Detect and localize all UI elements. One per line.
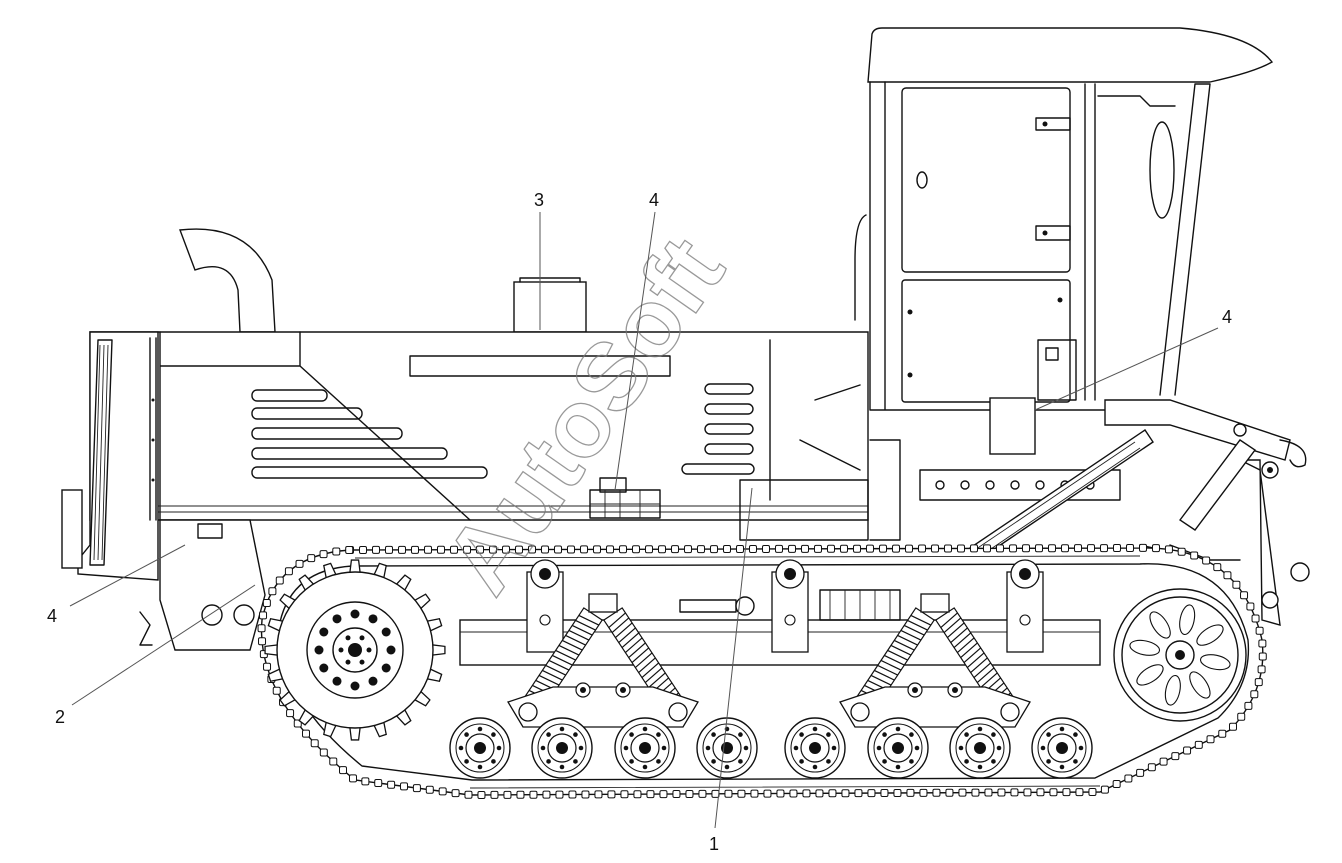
cab	[854, 27, 1274, 411]
hood-nameplate	[409, 355, 671, 377]
hitch-hook	[1279, 439, 1307, 468]
callout-labels: 1 2 3 4 4 4	[47, 190, 1232, 854]
engine-hood	[89, 228, 869, 521]
front-bumper	[61, 489, 83, 569]
mirror-arm	[1097, 95, 1176, 107]
cab-door-upper	[901, 87, 1071, 273]
cab-roof	[867, 27, 1274, 83]
callout-2: 2	[55, 707, 65, 727]
engine-components	[589, 339, 1121, 541]
cab-door-lower	[901, 279, 1071, 403]
drive-sprocket	[264, 559, 446, 741]
road-wheels	[449, 717, 1093, 779]
tow-hook	[139, 611, 153, 646]
callout-4-right: 4	[1222, 307, 1232, 327]
callout-4-left: 4	[47, 606, 57, 626]
rear-view-mirror	[1149, 121, 1175, 219]
idler-wheel	[1113, 588, 1247, 722]
support-rollers	[526, 559, 1044, 653]
cab-handrail	[854, 214, 867, 321]
suspension-carriages	[507, 593, 1031, 728]
radiator-grille	[61, 331, 159, 581]
callout-1: 1	[709, 834, 719, 854]
track-links	[257, 543, 1267, 799]
side-vents	[681, 383, 755, 475]
leader-lines	[69, 211, 1219, 829]
hood-panel-seam	[159, 331, 471, 521]
control-box	[989, 397, 1036, 455]
rear-linkage	[1104, 399, 1310, 626]
callout-4-top: 4	[649, 190, 659, 210]
hood-louvers	[251, 389, 488, 479]
door-window-latch	[916, 171, 928, 189]
front-frame	[139, 519, 266, 651]
hood-rear-panel	[769, 339, 861, 501]
air-filter-cap	[513, 281, 587, 333]
callout-3: 3	[534, 190, 544, 210]
cab-frame	[869, 81, 1161, 411]
cab-front-pillar	[1159, 83, 1211, 396]
door-hinges	[1035, 117, 1071, 241]
exhaust-pipe	[179, 228, 276, 333]
